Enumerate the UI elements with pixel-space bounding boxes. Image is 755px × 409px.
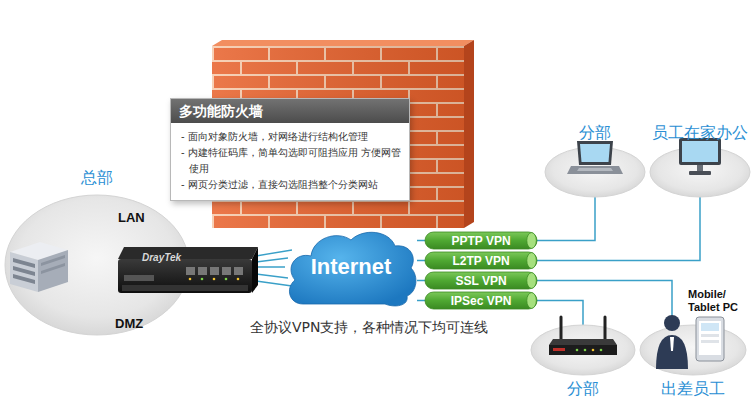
callout-item: - 网页分类过滤，直接勾选阻挡整个分类网站 (171, 177, 409, 193)
ellipse-label: 分部 (567, 379, 599, 399)
tube-label: IPSec VPN (451, 294, 512, 308)
callout-item: - 面向对象防火墙，对网络进行结构化管理 (171, 129, 409, 145)
brand-logo: DrayTek (142, 252, 181, 264)
ellipse-label: Mobile/ Tablet PC (688, 288, 750, 314)
tube-label: PPTP VPN (451, 234, 510, 248)
rack-icon (10, 242, 68, 292)
vpn-tunnel: L2TP VPN (425, 252, 537, 269)
callout-item: - 内建特征码库，简单勾选即可阻挡应用 方便网管使用 (171, 145, 409, 177)
tube-label: L2TP VPN (452, 254, 509, 268)
mobile-worker: Mobile/ Tablet PC出差员工 (640, 325, 746, 375)
internet-cloud: Internet (285, 228, 417, 306)
cloud-shape (289, 232, 415, 306)
firewall-callout: 多功能防火墙 - 面向对象防火墙，对网络进行结构化管理- 内建特征码库，简单勾选即… (170, 98, 410, 201)
wrouter-icon (549, 317, 617, 355)
network-link (417, 260, 425, 262)
headquarters-zone: LANDMZ总部 (2, 192, 258, 338)
person-icon (656, 315, 724, 369)
ellipse-label: 员工在家办公 (652, 123, 748, 143)
vpn-tunnel: PPTP VPN (425, 232, 537, 249)
ellipse-shape (640, 325, 746, 375)
plain-label: LAN (118, 210, 145, 225)
tunnel-body (425, 252, 537, 269)
tunnel-body (425, 272, 537, 289)
tunnel-end (527, 253, 537, 269)
zone-ellipse (640, 325, 746, 375)
plain-label: DMZ (115, 316, 143, 331)
branch-site: 分部 (545, 147, 645, 197)
network-link (258, 266, 285, 268)
tunnel-end (527, 233, 537, 249)
network-link (417, 240, 425, 242)
ellipse-label: 分部 (579, 123, 611, 143)
vpn-note: 全协议VPN支持，各种情况下均可连线 (250, 318, 489, 336)
ellipse-label: 总部 (81, 168, 113, 188)
ellipse-shape (531, 325, 635, 375)
tunnel-body (425, 292, 537, 309)
tunnel-end (527, 273, 537, 289)
network-link (417, 300, 425, 302)
ellipse-shape (545, 147, 645, 197)
network-link (537, 197, 595, 241)
network-link (417, 280, 425, 282)
vpn-tunnel: IPSec VPN (425, 292, 537, 309)
ellipse-label: 出差员工 (661, 379, 725, 399)
tunnel-end (527, 293, 537, 309)
router-wires (256, 250, 292, 286)
callout-heading: 多功能防火墙 (171, 99, 409, 123)
tube-label: SSL VPN (455, 274, 506, 288)
branch-site: 分部 (531, 325, 635, 375)
tunnel-body (425, 232, 537, 249)
cloud-label: Internet (311, 254, 392, 280)
home-worker: 员工在家办公 (650, 147, 750, 197)
laptop-icon (567, 141, 623, 174)
ellipse-shape (650, 147, 750, 197)
network-link (537, 197, 700, 261)
vpn-tunnel: SSL VPN (425, 272, 537, 289)
router-icon (118, 247, 258, 293)
monitor-icon (679, 138, 721, 175)
